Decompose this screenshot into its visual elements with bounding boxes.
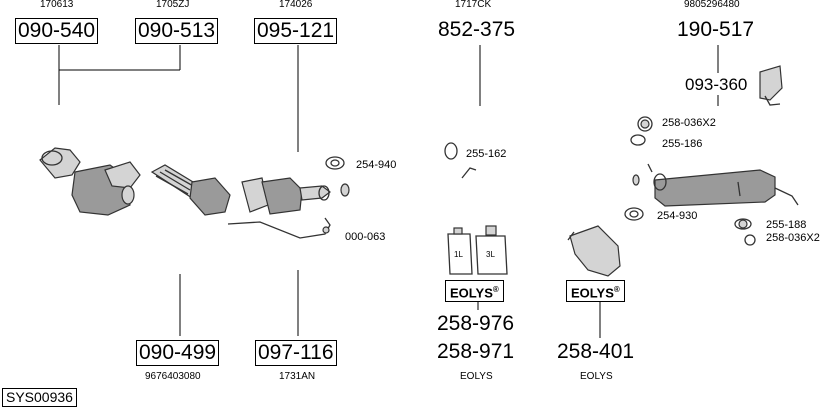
part-090-513[interactable]: 090-513 — [135, 18, 219, 44]
catalyst-middle — [241, 177, 331, 215]
diagram-id: SYS00936 — [2, 388, 77, 407]
intermediate-pipe — [340, 167, 640, 223]
part-090-540[interactable]: 090-540 — [15, 18, 99, 44]
sensor-cable — [227, 217, 331, 239]
can-label-3l: 3L — [486, 250, 495, 259]
label-254-940[interactable]: 254-940 — [356, 159, 397, 171]
ref-eolys-b: EOLYS — [580, 371, 613, 382]
part-258-971[interactable]: 258-971 — [437, 340, 515, 363]
label-258-036x2-bottom[interactable]: 258-036X2 — [766, 232, 820, 244]
label-255-162[interactable]: 255-162 — [466, 148, 507, 160]
ref-eolys-a: EOLYS — [460, 371, 493, 382]
ref-1731an: 1731AN — [279, 371, 316, 382]
part-095-121[interactable]: 095-121 — [254, 18, 338, 44]
part-258-401[interactable]: 258-401 — [557, 340, 635, 363]
ref-1717ck: 1717CK — [455, 0, 492, 10]
eolys-badge-left-text: EOLYS — [450, 285, 493, 301]
label-255-186[interactable]: 255-186 — [662, 138, 703, 150]
ref-9676403080: 9676403080 — [145, 371, 201, 382]
part-190-517[interactable]: 190-517 — [677, 18, 755, 41]
silencer-bracket-image — [759, 65, 783, 106]
part-852-375[interactable]: 852-375 — [438, 18, 516, 41]
label-254-930[interactable]: 254-930 — [657, 210, 698, 222]
clamps — [325, 116, 756, 246]
eolys-badge-right-text: EOLYS — [571, 285, 614, 301]
part-090-499[interactable]: 090-499 — [136, 340, 220, 366]
part-093-360[interactable]: 093-360 — [685, 75, 748, 94]
leader-lines — [58, 45, 719, 338]
ref-170613: 170613 — [40, 0, 74, 10]
eolys-registered-mark-left: ® — [492, 285, 499, 294]
ref-174026: 174026 — [279, 0, 313, 10]
can-label-1l: 1L — [454, 250, 463, 259]
ref-1705zj: 1705ZJ — [156, 0, 190, 10]
label-000-063[interactable]: 000-063 — [345, 231, 386, 243]
flex-pipe — [150, 164, 231, 216]
eolys-badge-right: EOLYS® — [566, 280, 625, 303]
rear-silencer — [647, 163, 799, 207]
label-255-188[interactable]: 255-188 — [766, 219, 807, 231]
eolys-tank — [567, 225, 621, 277]
part-258-976[interactable]: 258-976 — [437, 312, 515, 335]
eolys-badge-left: EOLYS® — [445, 280, 504, 303]
ref-9805296480: 9805296480 — [684, 0, 740, 10]
label-258-036x2-top[interactable]: 258-036X2 — [662, 117, 716, 129]
manifold-catalyst — [39, 147, 141, 216]
eolys-cans — [447, 225, 508, 275]
part-097-116[interactable]: 097-116 — [255, 340, 337, 366]
eolys-registered-mark-right: ® — [613, 285, 620, 294]
